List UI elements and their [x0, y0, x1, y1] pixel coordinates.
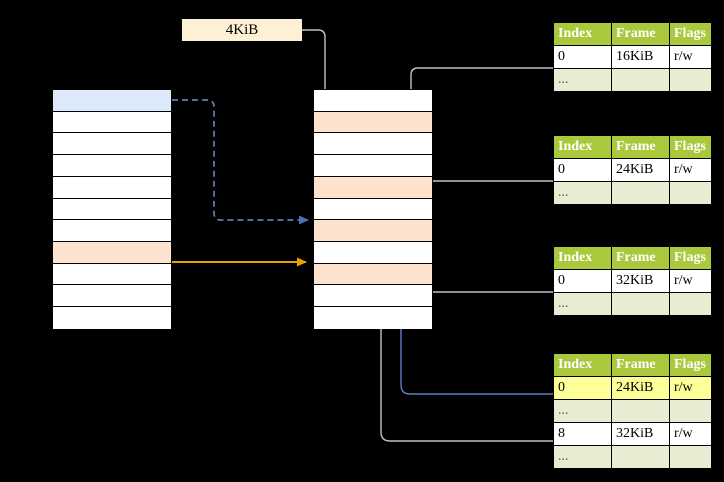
- memory-row: [53, 242, 171, 264]
- column-header-index: Index: [553, 22, 612, 46]
- memory-row: [53, 176, 171, 199]
- memory-row: [314, 198, 432, 221]
- memory-row: [53, 307, 171, 329]
- memory-row: [53, 285, 171, 308]
- table-cell: 0: [553, 158, 612, 182]
- memory-row: [314, 285, 432, 308]
- table-cell: [611, 181, 670, 205]
- table-cell: ...: [553, 292, 612, 316]
- wire-virtual-row1-to-physical-row7: [172, 99, 309, 225]
- table-cell: ...: [553, 445, 612, 469]
- memory-row: [314, 307, 432, 329]
- table-cell: r/w: [669, 269, 712, 293]
- table-cell: [669, 445, 712, 469]
- memory-row: [53, 90, 171, 112]
- table-cell: 32KiB: [611, 269, 670, 293]
- table-cell: r/w: [669, 422, 712, 446]
- wire-table4-row1-to-physical-row7: [400, 217, 553, 395]
- table-cell: 16KiB: [611, 45, 670, 69]
- column-header-flags: Flags: [669, 135, 712, 159]
- table-cell: [669, 399, 712, 423]
- table-cell: [611, 68, 670, 92]
- page-size-label: 4KiB: [182, 19, 302, 41]
- memory-row: [314, 155, 432, 177]
- table-cell: [669, 68, 712, 92]
- memory-row: [53, 111, 171, 134]
- memory-row: [314, 263, 432, 286]
- table-row[interactable]: ...: [553, 445, 712, 469]
- memory-row: [53, 220, 171, 243]
- column-header-frame: Frame: [611, 246, 670, 270]
- memory-row: [314, 111, 432, 134]
- virtual-address-space-column: [52, 89, 172, 329]
- table-cell: 24KiB: [611, 376, 670, 400]
- table-cell: 0: [553, 269, 612, 293]
- table-cell: [611, 399, 670, 423]
- table-cell: 8: [553, 422, 612, 446]
- wire-table4-row3-to-physical-row9: [380, 267, 553, 442]
- physical-memory-column: [313, 89, 433, 329]
- table-cell: ...: [553, 181, 612, 205]
- memory-row: [53, 198, 171, 221]
- wire-size-label-to-physical-row2: [302, 29, 333, 113]
- memory-row: [53, 263, 171, 286]
- table-cell: r/w: [669, 376, 712, 400]
- column-header-flags: Flags: [669, 353, 712, 377]
- table-row[interactable]: ...: [553, 292, 712, 316]
- column-header-flags: Flags: [669, 246, 712, 270]
- table-cell: 0: [553, 376, 612, 400]
- table-cell: [669, 181, 712, 205]
- table-cell: 32KiB: [611, 422, 670, 446]
- memory-row: [53, 155, 171, 177]
- table-cell: [611, 292, 670, 316]
- table-cell: [611, 445, 670, 469]
- memory-row: [314, 220, 432, 243]
- table-row[interactable]: ...: [553, 181, 712, 205]
- table-row[interactable]: ...: [553, 68, 712, 92]
- memory-row: [314, 90, 432, 112]
- table-row[interactable]: ...: [553, 399, 712, 423]
- table-cell: 24KiB: [611, 158, 670, 182]
- table-cell: 0: [553, 45, 612, 69]
- memory-row: [314, 176, 432, 199]
- column-header-frame: Frame: [611, 22, 670, 46]
- wire-table1-to-physical-row5: [410, 67, 553, 175]
- table-cell: r/w: [669, 158, 712, 182]
- column-header-frame: Frame: [611, 353, 670, 377]
- column-header-frame: Frame: [611, 135, 670, 159]
- memory-row: [314, 242, 432, 264]
- column-header-index: Index: [553, 135, 612, 159]
- column-header-index: Index: [553, 353, 612, 377]
- table-cell: ...: [553, 399, 612, 423]
- memory-row: [314, 133, 432, 156]
- column-header-flags: Flags: [669, 22, 712, 46]
- memory-row: [53, 133, 171, 156]
- table-cell: r/w: [669, 45, 712, 69]
- table-cell: [669, 292, 712, 316]
- column-header-index: Index: [553, 246, 612, 270]
- table-cell: ...: [553, 68, 612, 92]
